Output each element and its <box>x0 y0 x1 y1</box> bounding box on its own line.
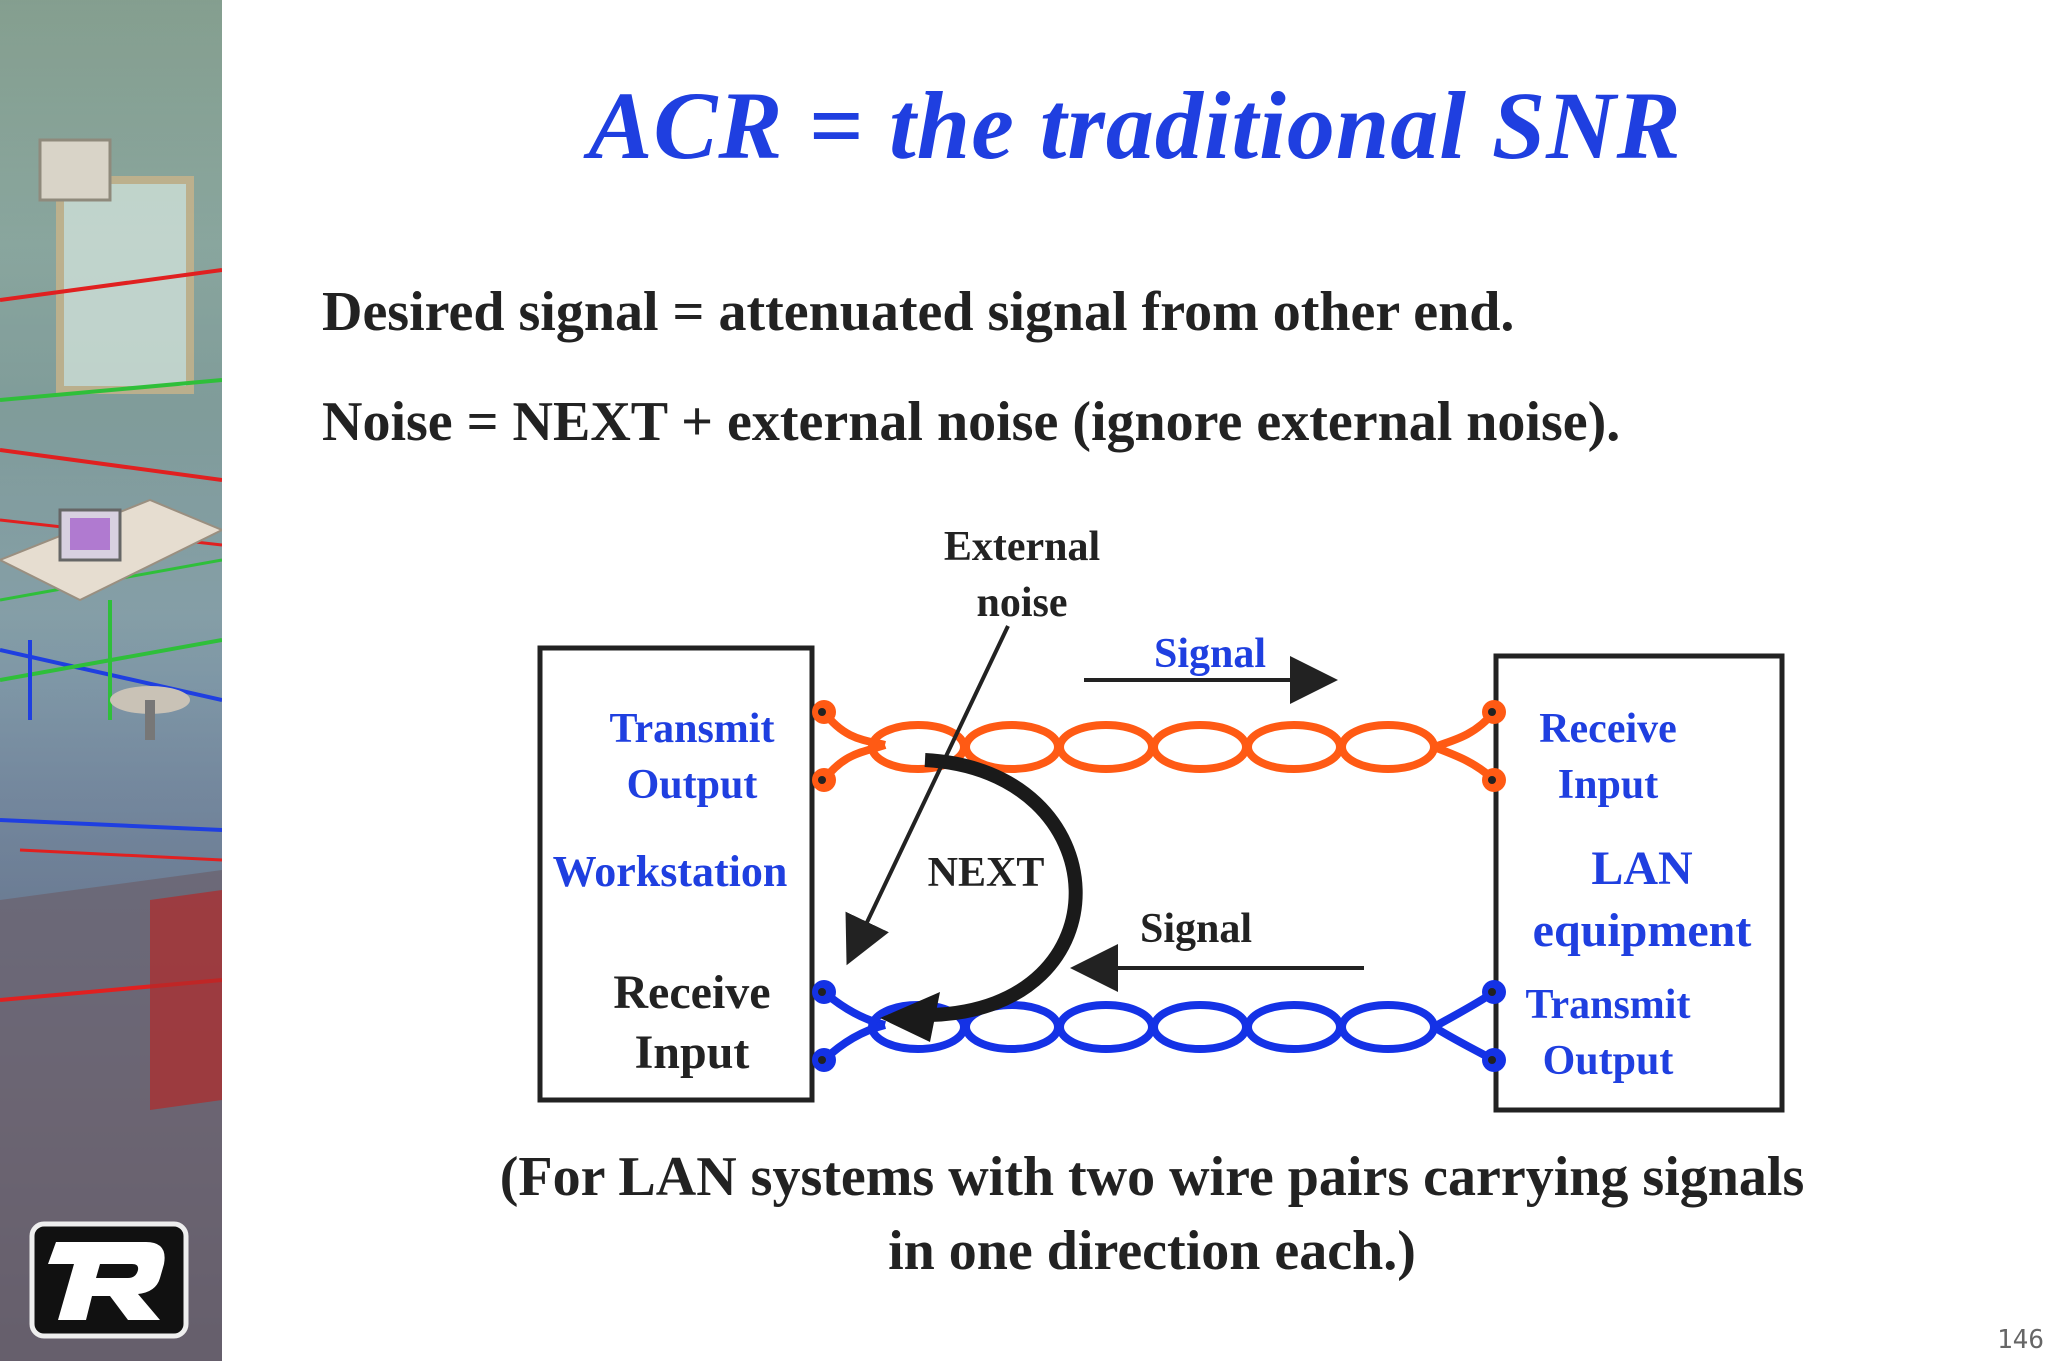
right-transmit-label-2: Output <box>1543 1038 1674 1084</box>
top-twisted-pair <box>820 709 1498 783</box>
external-noise-label-1: External <box>944 524 1100 570</box>
next-arrowhead <box>880 992 940 1042</box>
lan-label: LAN <box>1591 842 1693 895</box>
signal-top-label: Signal <box>1154 631 1266 677</box>
next-label: NEXT <box>928 850 1045 896</box>
lan-equipment-box <box>1493 653 1785 1113</box>
right-transmit-label-1: Transmit <box>1526 982 1691 1028</box>
left-receive-label-1: Receive <box>613 966 770 1019</box>
left-transmit-label-1: Transmit <box>610 706 775 752</box>
R-logo-icon <box>29 1221 189 1339</box>
workstation-label: Workstation <box>553 847 788 896</box>
right-receive-label-1: Receive <box>1539 706 1677 752</box>
slide-title: ACR = the traditional SNR <box>588 72 1682 179</box>
sidebar-image <box>0 0 222 1361</box>
left-receive-label-2: Input <box>635 1026 750 1079</box>
equipment-label: equipment <box>1533 904 1752 957</box>
footnote: (For LAN systems with two wire pairs car… <box>499 1146 1805 1282</box>
office-illustration <box>0 0 222 1361</box>
workstation-box <box>537 645 815 1103</box>
signal-bottom-label: Signal <box>1140 906 1252 952</box>
left-transmit-label-2: Output <box>627 762 758 808</box>
external-noise-arrow <box>845 625 1010 966</box>
external-noise-label-2: noise <box>976 580 1067 626</box>
right-receive-label-2: Input <box>1558 762 1658 808</box>
page-number: 146 <box>1997 1325 2044 1355</box>
next-curve-arrow <box>924 753 1083 1022</box>
noise-line: Noise = NEXT + external noise (ignore ex… <box>322 391 1621 453</box>
desired-signal-line: Desired signal = attenuated signal from … <box>322 281 1515 343</box>
